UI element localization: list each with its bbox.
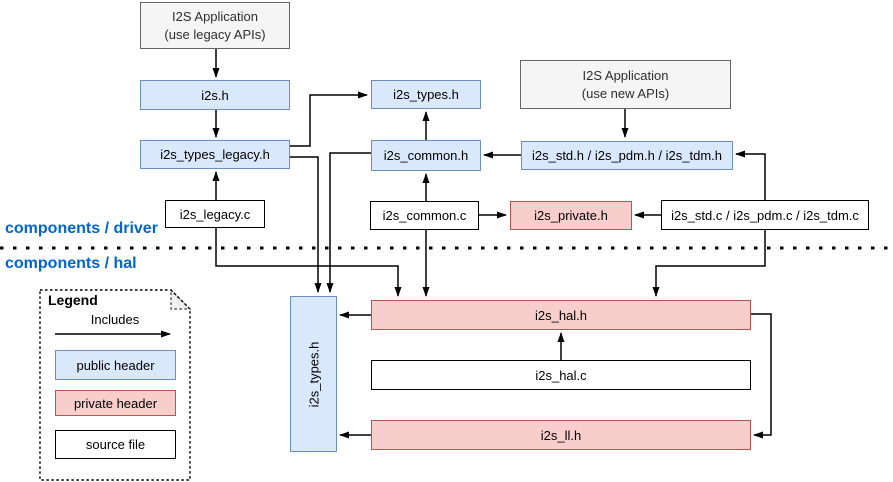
node-i2s-legacy-c: i2s_legacy.c <box>165 200 265 228</box>
node-i2s-std-pdm-tdm-h: i2s_std.h / i2s_pdm.h / i2s_tdm.h <box>521 141 733 170</box>
node-i2s-hal-h: i2s_hal.h <box>371 300 751 330</box>
app-legacy-line1: I2S Application <box>171 8 258 24</box>
legend-title: Legend <box>48 292 98 308</box>
section-label-hal: components / hal <box>5 255 137 272</box>
node-i2s-types-legacy-h: i2s_types_legacy.h <box>140 140 290 169</box>
node-i2s-std-pdm-tdm-c: i2s_std.c / i2s_pdm.c / i2s_tdm.c <box>661 200 869 230</box>
legend-private-header-swatch: private header <box>55 390 176 416</box>
app-new-line2: (use new APIs) <box>581 85 670 101</box>
legend-public-header-swatch: public header <box>55 350 176 380</box>
node-i2s-application-new: I2S Application (use new APIs) <box>520 60 731 109</box>
node-i2s-private-h: i2s_private.h <box>510 201 632 230</box>
section-label-driver: components / driver <box>5 220 158 237</box>
edge-i2s-std-c-to-i2s-hal-h <box>652 230 766 297</box>
edge-i2s-types-legacy-h-to-hal-i2s-types-h <box>290 156 322 293</box>
edge-i2s-std-c-to-i2s-std-h <box>735 150 766 200</box>
node-i2s-h: i2s.h <box>140 80 290 110</box>
node-i2s-application-legacy: I2S Application (use legacy APIs) <box>140 2 290 49</box>
hal-i2s-types-h-label: i2s_types.h <box>306 341 322 407</box>
app-legacy-line2: (use legacy APIs) <box>164 26 266 42</box>
edge-i2s-common-h-to-hal-i2s-types-h <box>326 152 371 293</box>
node-i2s-ll-h: i2s_ll.h <box>371 420 751 450</box>
legend-fold-corner <box>170 288 192 310</box>
app-new-line1: I2S Application <box>582 67 669 83</box>
node-hal-i2s-types-h: i2s_types.h <box>290 296 337 452</box>
legend-includes-label: Includes <box>90 312 140 327</box>
node-i2s-common-h: i2s_common.h <box>371 140 481 171</box>
node-i2s-types-h: i2s_types.h <box>371 80 481 109</box>
edge-i2s-legacy-c-to-i2s-hal-h <box>215 228 402 297</box>
node-i2s-common-c: i2s_common.c <box>370 201 479 230</box>
legend-source-file-swatch: source file <box>55 430 176 459</box>
node-i2s-hal-c: i2s_hal.c <box>371 360 751 390</box>
edge-i2s-hal-h-to-i2s-ll-h <box>751 313 772 439</box>
edge-i2s-types-legacy-h-to-i2s-types-h <box>290 91 368 147</box>
